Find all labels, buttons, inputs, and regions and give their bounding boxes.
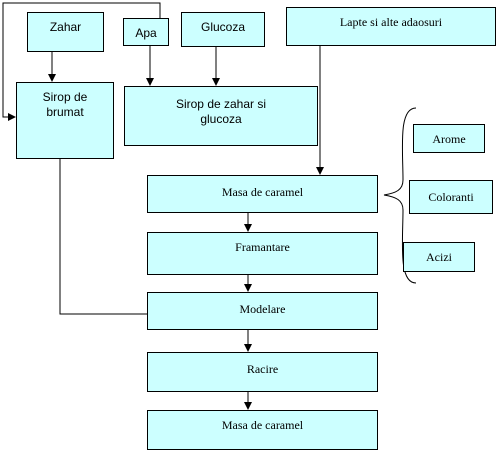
node-masa-caramel-2: Masa de caramel (147, 410, 378, 450)
brace-additives (383, 107, 417, 284)
node-arome: Arome (413, 124, 485, 153)
node-masa-caramel-1: Masa de caramel (147, 175, 378, 213)
arrow-sirop-brumat-to-modelare (59, 159, 161, 318)
node-glucoza: Glucoza (181, 12, 265, 47)
node-sirop-brumat: Sirop de brumat (16, 82, 114, 159)
node-modelare: Modelare (147, 292, 378, 330)
node-racire: Racire (147, 352, 378, 392)
node-framantare: Framantare (147, 232, 378, 275)
node-sirop-zahar-glucoza: Sirop de zahar si glucoza (124, 86, 318, 146)
node-lapte-adaosuri: Lapte si alte adaosuri (286, 7, 496, 46)
node-acizi: Acizi (403, 242, 475, 272)
node-apa: Apa (123, 18, 169, 46)
node-coloranti: Coloranti (409, 180, 493, 214)
node-zahar: Zahar (27, 12, 104, 52)
arrow-feedback-to-sirop-brumat (2, 2, 161, 121)
